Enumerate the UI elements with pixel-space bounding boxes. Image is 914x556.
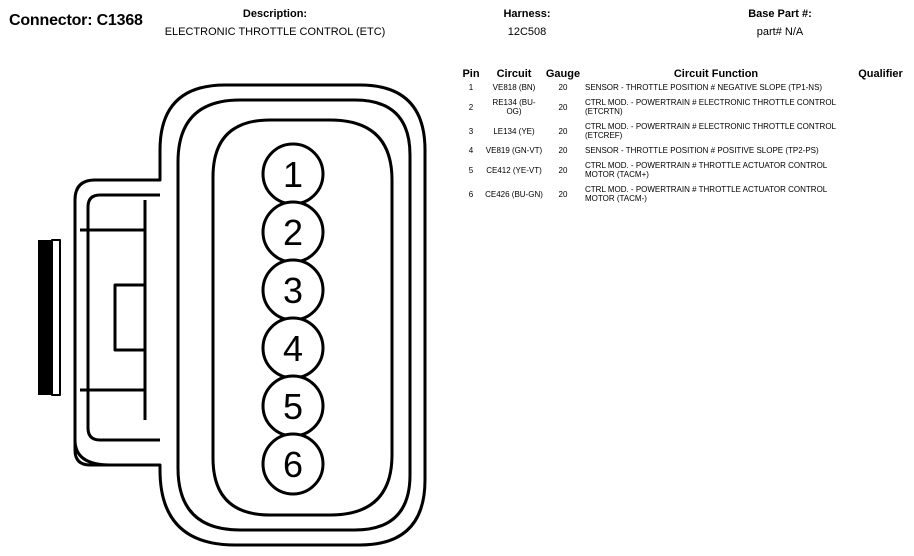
circuit-cell: CE412 (YE-VT): [486, 165, 542, 175]
column-header-pin: Pin: [462, 68, 480, 80]
function-cell: CTRL MOD. - POWERTRAIN # ELECTRONIC THRO…: [585, 98, 836, 116]
circuit-cell: LE134 (YE): [493, 126, 535, 136]
table-row: 6 CE426 (BU-GN) 20 CTRL MOD. - POWERTRAI…: [457, 185, 912, 209]
latch-inner: [80, 200, 147, 420]
gauge-cell: 20: [558, 102, 568, 112]
pin-cell: 5: [468, 165, 474, 175]
qualifier-cell: [849, 161, 912, 185]
table-row: 2 RE134 (BU-OG) 20 CTRL MOD. - POWERTRAI…: [457, 98, 912, 122]
function-cell: SENSOR - THROTTLE POSITION # NEGATIVE SL…: [585, 83, 823, 92]
circuit-cell: RE134 (BU-OG): [492, 98, 536, 116]
lower-tab: [73, 430, 110, 467]
grip-bar: [38, 240, 52, 395]
table-row: 4 VE819 (GN-VT) 20 SENSOR - THROTTLE POS…: [457, 146, 912, 161]
connector-face-diagram: 1 2 3 4 5 6: [38, 83, 427, 547]
pin-cell: 6: [468, 189, 474, 199]
pin-cavity-wall: [211, 118, 394, 517]
column-header-qualifier: Qualifier: [858, 68, 903, 80]
pin-1-label: 1: [283, 154, 303, 195]
pin-4-label: 4: [283, 328, 303, 369]
circuit-cell: CE426 (BU-GN): [485, 189, 543, 199]
gauge-cell: 20: [558, 126, 568, 136]
qualifier-cell: [849, 185, 912, 209]
housing-outer-outline: [73, 83, 427, 547]
pin-cell: 2: [468, 102, 474, 112]
latch-body: [86, 193, 160, 442]
grip-bar-outline: [51, 239, 61, 396]
pin-2-label: 2: [283, 212, 303, 253]
function-cell: SENSOR - THROTTLE POSITION # POSITIVE SL…: [585, 146, 819, 155]
pin-6-label: 6: [283, 444, 303, 485]
base-part-value: part# N/A: [756, 26, 804, 38]
pin-table: Pin Circuit Gauge Circuit Function Quali…: [457, 68, 912, 209]
pin-cell: 3: [468, 126, 474, 136]
qualifier-cell: [849, 83, 912, 98]
gauge-cell: 20: [558, 146, 568, 155]
column-header-gauge: Gauge: [545, 68, 581, 80]
pin-group: 1 2 3 4 5 6: [261, 142, 325, 496]
column-header-circuit: Circuit: [496, 68, 532, 80]
circuit-cell: VE819 (GN-VT): [485, 146, 543, 155]
pin-6-circle: [261, 432, 325, 496]
housing-inner-outline: [176, 98, 412, 532]
function-cell: CTRL MOD. - POWERTRAIN # ELECTRONIC THRO…: [585, 122, 836, 140]
qualifier-cell: [849, 122, 912, 146]
circuit-cell: VE818 (BN): [492, 83, 536, 92]
description-value: ELECTRONIC THROTTLE CONTROL (ETC): [164, 26, 386, 38]
qualifier-cell: [849, 98, 912, 122]
table-row: 3 LE134 (YE) 20 CTRL MOD. - POWERTRAIN #…: [457, 122, 912, 146]
latch-rib: [113, 283, 147, 352]
harness-value: 12C508: [507, 26, 547, 38]
connector-title: Connector: C1368: [9, 12, 143, 29]
description-label: Description:: [242, 8, 308, 20]
qualifier-cell: [849, 146, 912, 161]
column-header-circuit-function: Circuit Function: [673, 68, 759, 80]
function-cell: CTRL MOD. - POWERTRAIN # THROTTLE ACTUAT…: [585, 185, 827, 203]
pin-3-label: 3: [283, 270, 303, 311]
pin-cell: 1: [468, 83, 474, 92]
base-part-label: Base Part #:: [748, 8, 812, 20]
table-row: 1 VE818 (BN) 20 SENSOR - THROTTLE POSITI…: [457, 83, 912, 98]
table-header-row: Pin Circuit Gauge Circuit Function Quali…: [457, 68, 912, 83]
table-row: 5 CE412 (YE-VT) 20 CTRL MOD. - POWERTRAI…: [457, 161, 912, 185]
gauge-cell: 20: [558, 165, 568, 175]
pin-cell: 4: [468, 146, 474, 155]
gauge-cell: 20: [558, 83, 568, 92]
harness-label: Harness:: [503, 8, 551, 20]
function-cell: CTRL MOD. - POWERTRAIN # THROTTLE ACTUAT…: [585, 161, 827, 179]
gauge-cell: 20: [558, 189, 568, 199]
pin-5-label: 5: [283, 386, 303, 427]
